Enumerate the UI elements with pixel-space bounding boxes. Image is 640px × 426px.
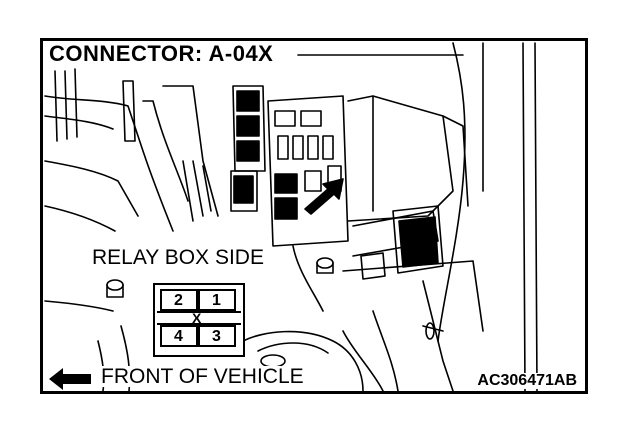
relay-box-illustration [44, 42, 538, 391]
front-arrow-icon [49, 368, 91, 390]
pin-cell: 2 [160, 289, 198, 311]
pin-cell: 1 [198, 289, 236, 311]
pin-number: 1 [212, 292, 221, 309]
connector-center-bar: X [157, 311, 241, 325]
diagram-frame: CONNECTOR: A-04X RELAY BOX SIDE 2 1 X 4 … [40, 38, 588, 394]
pin-cell: 4 [160, 325, 198, 347]
pin-cell: 3 [198, 325, 236, 347]
front-of-vehicle-label: FRONT OF VEHICLE [99, 365, 306, 388]
pin-number: 4 [174, 328, 183, 345]
connector-face-diagram: 2 1 X 4 3 [153, 283, 245, 357]
pin-number: 2 [174, 292, 183, 309]
connector-title: CONNECTOR: A-04X [47, 41, 276, 66]
pin-number: 3 [212, 328, 221, 345]
figure-code: AC306471AB [475, 372, 579, 389]
connector-center-mark: X [192, 310, 202, 326]
relay-box-side-label: RELAY BOX SIDE [90, 246, 266, 269]
